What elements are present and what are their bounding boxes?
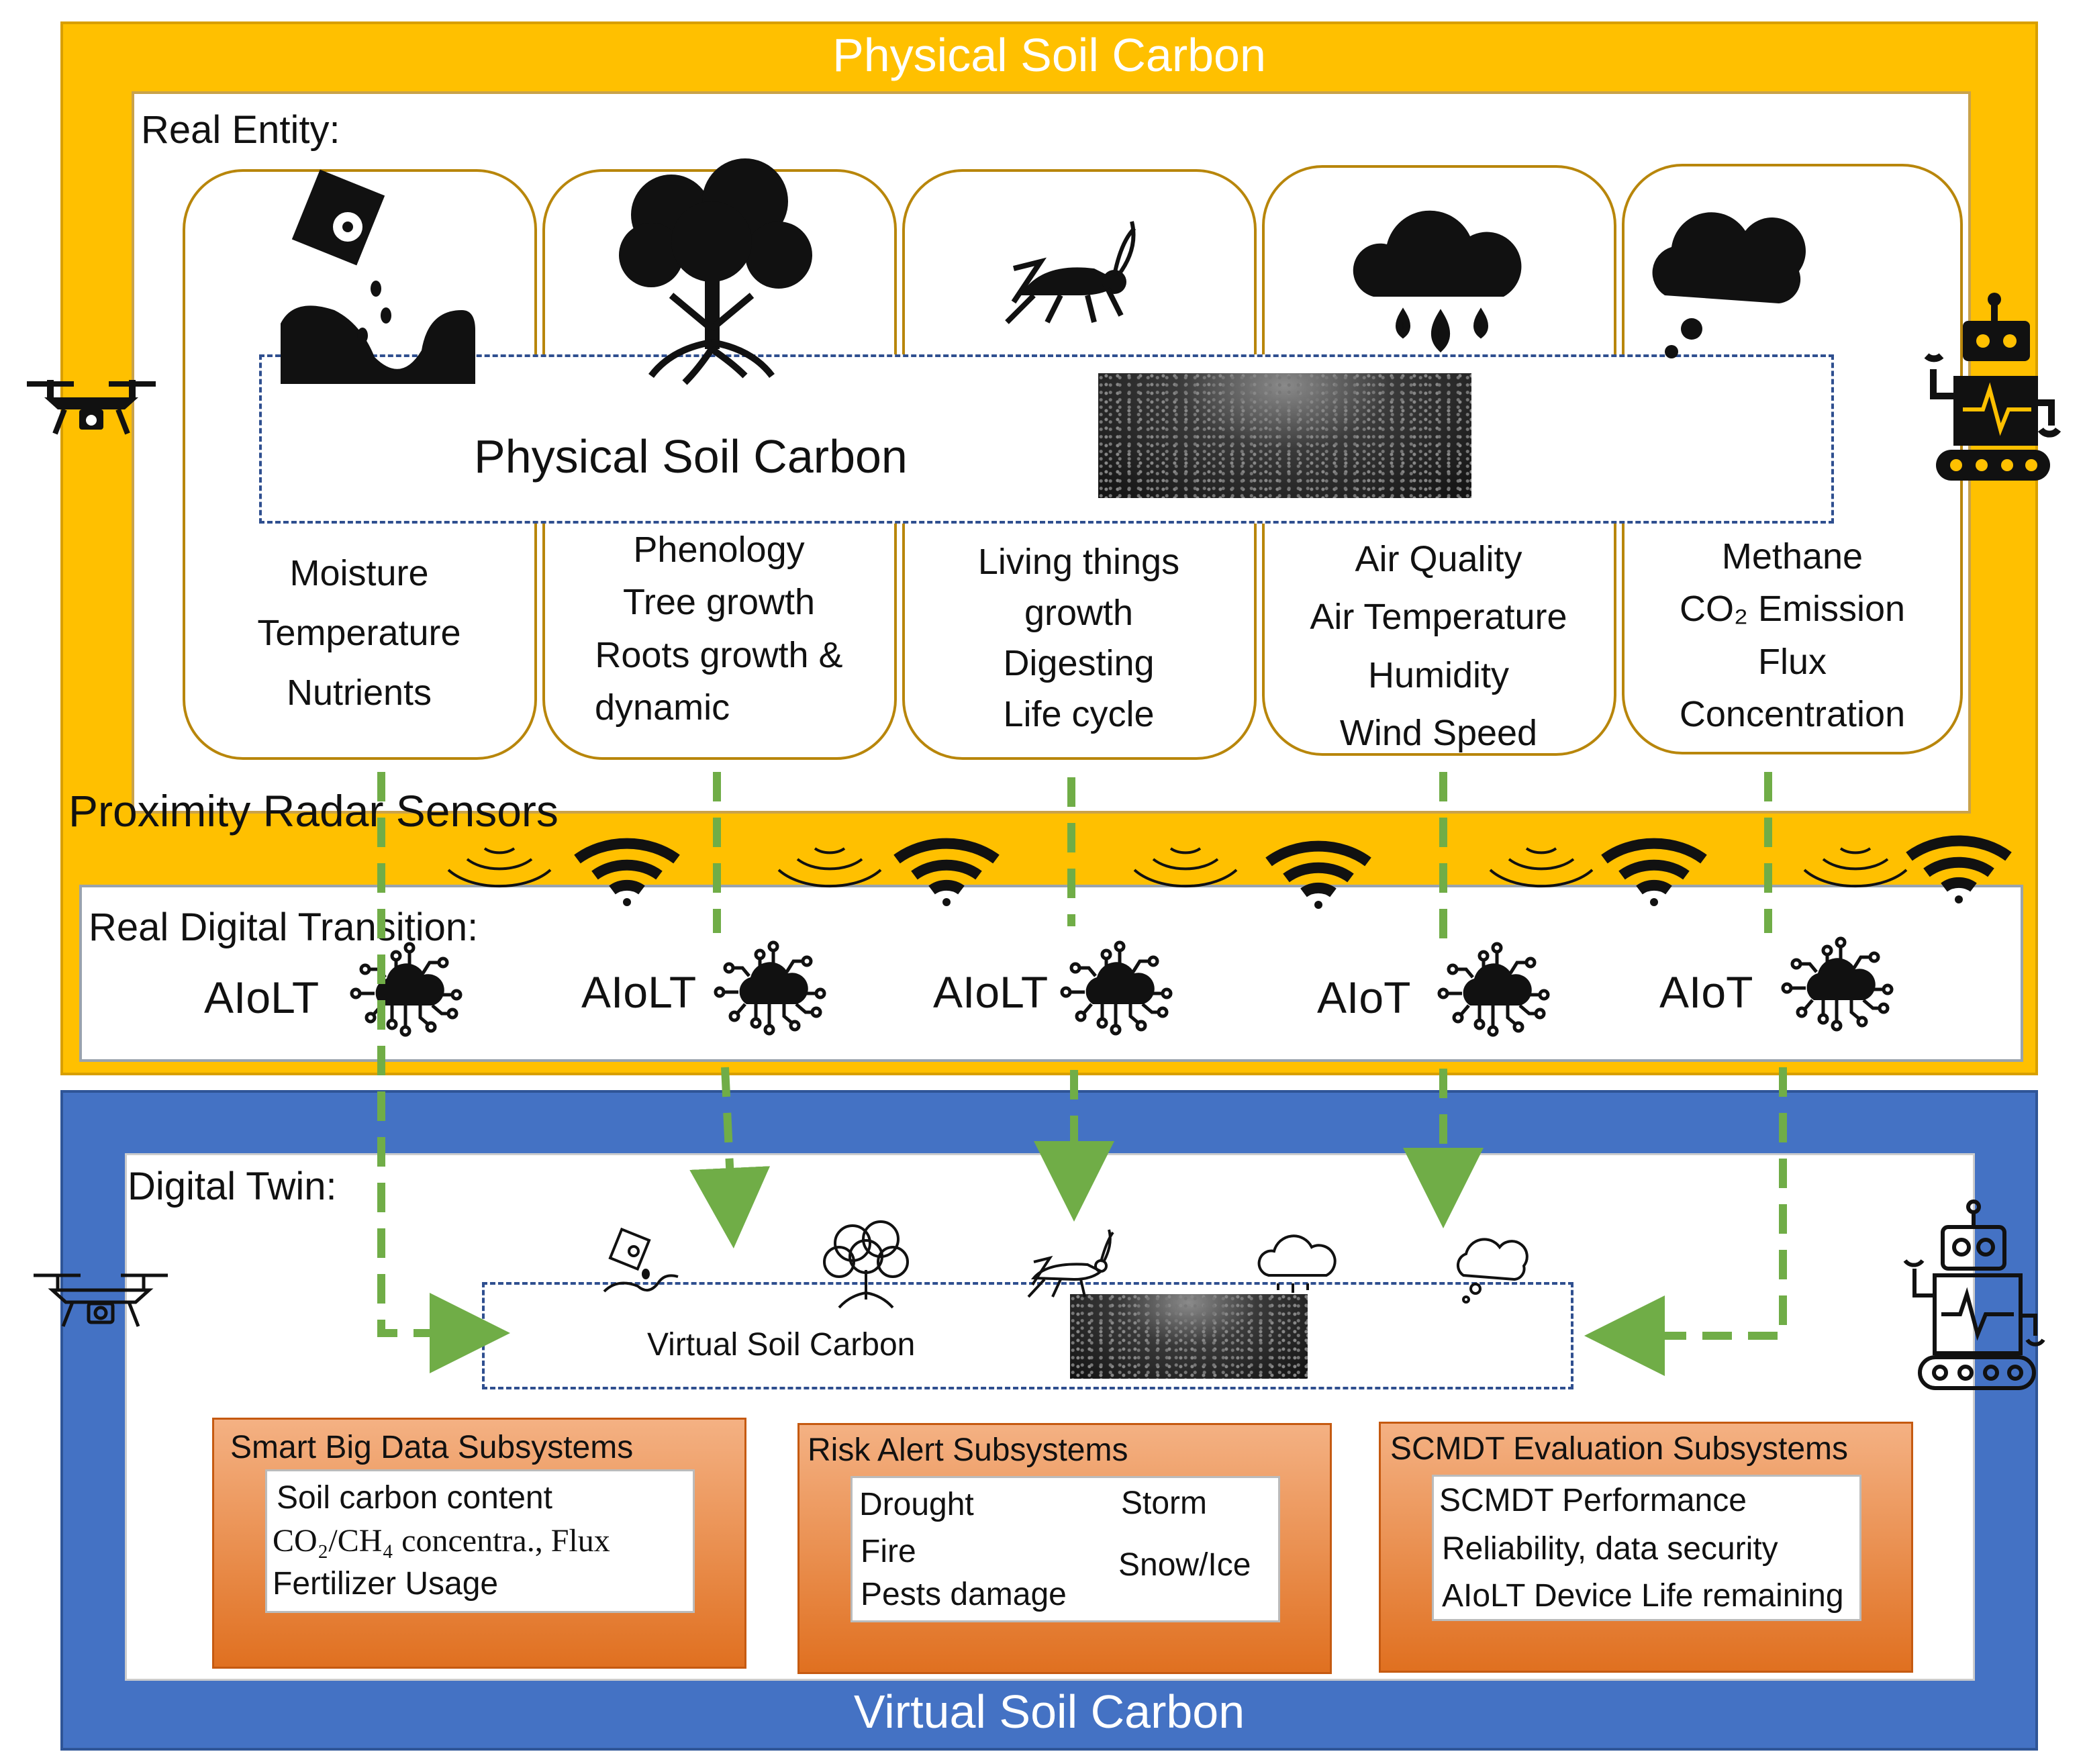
proximity-label: Proximity Radar Sensors: [68, 786, 559, 836]
card-text-line: CO₂ Emission: [1679, 589, 1906, 630]
card-text-line: Air Quality: [1355, 539, 1522, 579]
card-tree-text: Phenology Tree growth Roots growth & dyn…: [554, 524, 883, 734]
card-text-line: Living things: [977, 542, 1180, 582]
subsystem-line: Storm: [1121, 1485, 1208, 1521]
card-insect-text: Living things growth Digesting Life cycl…: [914, 537, 1243, 740]
physical-title: Physical Soil Carbon: [832, 29, 1266, 81]
wifi-icon: [1909, 841, 2008, 903]
card-text-line: Digesting: [1003, 643, 1155, 684]
flow-arrow-tree: [717, 772, 732, 1208]
smart-big-data-box: Smart Big Data Subsystems Soil carbon co…: [212, 1418, 746, 1669]
virtual-soil-label: Virtual Soil Carbon: [647, 1327, 916, 1363]
device-label: AIoT: [1659, 967, 1753, 1017]
small-grasshopper-icon: [1027, 1229, 1114, 1298]
subsystem-title: SCMDT Evaluation Subsystems: [1390, 1431, 1849, 1467]
subsystem-line: SCMDT Performance: [1439, 1483, 1747, 1518]
iot-cloud-chip-icon: [1783, 938, 1892, 1030]
wifi-icon: [1604, 844, 1704, 906]
physical-soil-box: [259, 354, 1834, 524]
card-text-line: dynamic: [595, 687, 730, 728]
seed-planting-icon: [281, 169, 475, 384]
data-flow-arrows: [377, 772, 1787, 1373]
grasshopper-icon: [1005, 221, 1136, 324]
transition-label: Real Digital Transition:: [89, 905, 479, 949]
radar-wave-icon: [777, 847, 882, 888]
risk-alert-box: Risk Alert Subsystems Drought Fire Pests…: [797, 1423, 1332, 1674]
card-text-line: Humidity: [1367, 654, 1510, 695]
card-emission-text: Methane CO₂ Emission Flux Concentration: [1625, 530, 1960, 740]
small-thought-cloud-icon: [1456, 1238, 1529, 1304]
card-weather-text: Air Quality Air Temperature Humidity Win…: [1274, 530, 1603, 763]
radar-wave-icon: [447, 847, 552, 888]
card-text-line: Air Temperature: [1310, 597, 1567, 638]
real-entity-label: Real Entity:: [141, 108, 340, 152]
iot-cloud-chip-icon: [1439, 944, 1548, 1035]
drone-outline-icon: [34, 1275, 168, 1326]
physical-soil-label: Physical Soil Carbon: [474, 430, 908, 483]
flow-arrow-soil: [377, 772, 510, 1373]
drone-icon: [27, 380, 156, 434]
wifi-icon: [577, 844, 677, 906]
iot-cloud-chip-icon: [716, 942, 824, 1034]
card-text-line: Wind Speed: [1339, 713, 1538, 754]
small-tree-icon: [823, 1220, 909, 1309]
subsystem-content: Drought Fire Pests damage Storm Snow/Ice: [851, 1476, 1280, 1622]
robot-icon: [1924, 293, 2062, 481]
flow-arrow-emission: [1625, 772, 1787, 1336]
card-text-line: Roots growth &: [595, 634, 843, 675]
wifi-icon: [897, 844, 996, 906]
radar-wave-icon: [1803, 847, 1908, 888]
subsystem-title: Risk Alert Subsystems: [808, 1432, 1128, 1468]
iot-cloud-chip-icon: [1062, 942, 1171, 1034]
radar-wave-icon: [1133, 847, 1238, 888]
digital-twin-label: Digital Twin:: [128, 1165, 337, 1208]
subsystem-line: Reliability, data security: [1442, 1531, 1778, 1567]
device-label: AIoLT: [933, 967, 1049, 1017]
virtual-soil-photo: [1070, 1294, 1308, 1379]
small-seed-planting-icon: [603, 1227, 679, 1293]
device-label: AIoT: [1317, 973, 1411, 1022]
rain-cloud-icon: [1353, 210, 1522, 353]
card-text-line: growth: [1024, 592, 1134, 633]
subsystem-content: Soil carbon content CO₂/CH₄ concentra., …: [265, 1469, 695, 1613]
wifi-icon: [1269, 846, 1368, 909]
card-text-line: Moisture: [289, 553, 429, 593]
subsystem-content: SCMDT Performance Reliability, data secu…: [1432, 1475, 1861, 1621]
flow-arrow-insect: [1071, 777, 1074, 1181]
subsystem-line: Fertilizer Usage: [273, 1566, 499, 1602]
card-text-line: Tree growth: [622, 582, 816, 623]
subsystem-line: Snow/Ice: [1118, 1547, 1251, 1583]
radar-wave-icon: [1489, 847, 1594, 888]
iot-cloud-chip-icon: [352, 944, 460, 1035]
subsystem-line: AIoLT Device Life remaining: [1442, 1578, 1844, 1614]
subsystem-line: Pests damage: [861, 1577, 1067, 1612]
card-text-line: Temperature: [257, 613, 461, 654]
subsystem-title: Smart Big Data Subsystems: [230, 1430, 634, 1465]
thought-cloud-icon: [1652, 212, 1806, 358]
small-rain-cloud-icon: [1257, 1234, 1337, 1293]
card-text-line: Life cycle: [1003, 693, 1155, 734]
card-soil-text: Moisture Temperature Nutrients: [195, 544, 524, 723]
tree-icon: [619, 158, 812, 385]
card-text-line: Methane: [1721, 536, 1863, 577]
device-label: AIoLT: [204, 973, 320, 1022]
card-text-line: Nutrients: [286, 673, 432, 714]
subsystem-line: Soil carbon content: [277, 1480, 552, 1516]
scmdt-evaluation-box: SCMDT Evaluation Subsystems SCMDT Perfor…: [1379, 1422, 1913, 1673]
subsystem-line: CO₂/CH₄ concentra., Flux: [273, 1523, 610, 1559]
virtual-title: Virtual Soil Carbon: [853, 1685, 1245, 1738]
subsystem-line: Drought: [859, 1487, 974, 1522]
card-text-line: Concentration: [1679, 693, 1906, 734]
card-text-line: Phenology: [633, 530, 805, 570]
soil-photo: [1098, 373, 1471, 498]
device-label: AIoLT: [581, 967, 697, 1017]
robot-outline-icon: [1903, 1199, 2045, 1390]
card-text-line: Flux: [1757, 641, 1827, 682]
subsystem-line: Fire: [861, 1534, 916, 1569]
